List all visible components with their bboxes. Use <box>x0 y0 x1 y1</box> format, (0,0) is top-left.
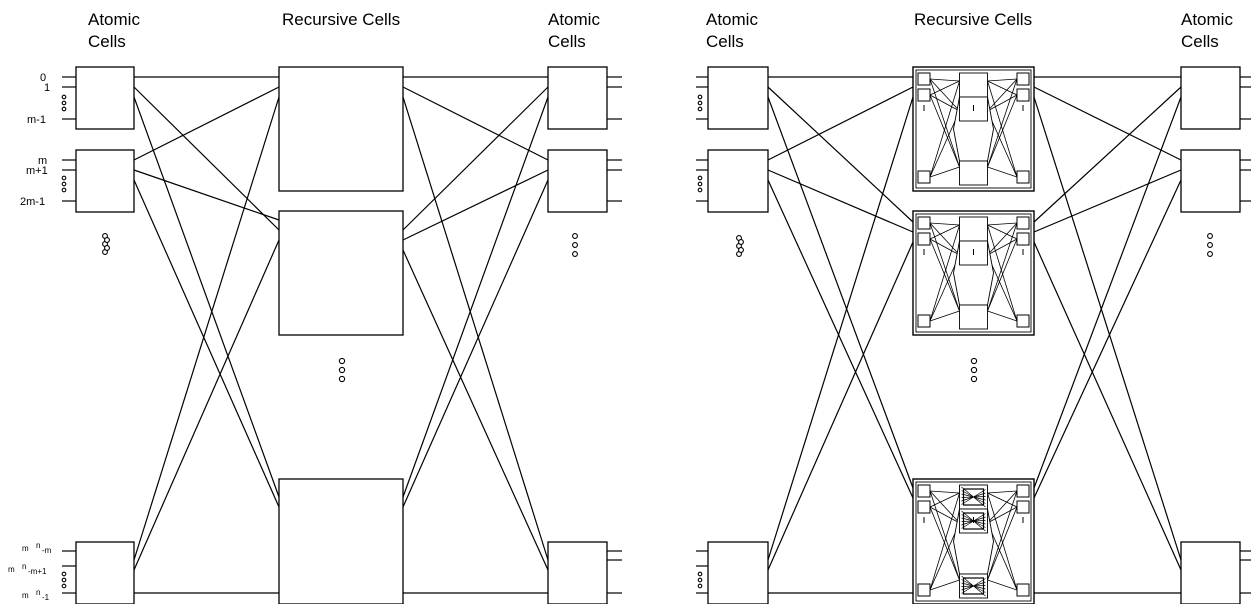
header-right-recursive: Recursive Cells <box>914 10 1032 29</box>
left-recursive-cell-last <box>278 478 404 604</box>
left-atomic-out-cell-2 <box>547 149 608 213</box>
right-port-ellipsis-1 <box>697 94 703 112</box>
left-atomic-out-cell-last <box>547 541 608 604</box>
header-right-atomic-in-line2: Cells <box>706 32 744 51</box>
header-left-recursive: Recursive Cells <box>282 10 400 29</box>
header-left-atomic-out-line2: Cells <box>548 32 586 51</box>
left-atomic-in-ellipsis <box>102 233 110 255</box>
right-atomic-out-cell-2 <box>1180 149 1241 213</box>
left-atomic-in-cell-1 <box>75 66 135 130</box>
svg-text:m: m <box>8 565 15 574</box>
right-atomic-out-ellipsis <box>1207 233 1213 257</box>
right-atomic-out-cell-last <box>1180 541 1241 604</box>
left-recursive-cell-1 <box>278 66 404 192</box>
port-label-mn-1: m n -1 <box>22 588 50 602</box>
left-port-ellipsis-2 <box>61 175 67 193</box>
header-left-atomic-in-line2: Cells <box>88 32 126 51</box>
header-right-atomic-out-line1: Atomic <box>1181 10 1233 29</box>
left-atomic-in-cell-last <box>75 541 135 604</box>
left-input-stubs <box>62 76 76 594</box>
right-recursive-cell-1-expanded <box>912 66 1035 192</box>
port-label-m: m <box>38 155 47 167</box>
right-wires <box>767 76 1182 594</box>
svg-text:n: n <box>36 541 40 550</box>
right-atomic-in-cell-1 <box>707 66 769 130</box>
svg-text:n: n <box>36 588 40 597</box>
left-output-stubs <box>607 76 622 594</box>
port-label-m-1: m-1 <box>27 114 46 126</box>
header-right-atomic-out-line2: Cells <box>1181 32 1219 51</box>
svg-text:m: m <box>22 544 29 553</box>
port-label-m+1: m+1 <box>26 165 48 177</box>
svg-text:n: n <box>22 562 26 571</box>
right-recursive-cell-2-expanded <box>912 210 1035 336</box>
right-atomic-in-cell-last <box>707 541 769 604</box>
port-label-0: 0 <box>40 72 46 84</box>
left-atomic-in-cell-2 <box>75 149 135 213</box>
right-output-stubs <box>1240 76 1251 594</box>
port-label-mn-m: m n -m <box>22 541 52 555</box>
left-port-ellipsis-3 <box>61 571 67 589</box>
svg-text:m: m <box>22 591 29 600</box>
header-right-atomic-in-line1: Atomic <box>706 10 758 29</box>
port-label-1: 1 <box>44 82 50 94</box>
svg-text:-m: -m <box>42 546 52 555</box>
right-atomic-in-ellipsis <box>736 235 744 257</box>
left-port-ellipsis-1 <box>61 94 67 112</box>
left-recursive-ellipsis <box>338 357 346 383</box>
right-atomic-out-cell-1 <box>1180 66 1241 130</box>
right-port-ellipsis-2 <box>697 175 703 193</box>
header-left-atomic-out-line1: Atomic <box>548 10 600 29</box>
left-recursive-cell-2 <box>278 210 404 336</box>
port-label-2m-1: 2m-1 <box>20 196 45 208</box>
left-wires <box>133 76 549 594</box>
right-recursive-ellipsis <box>970 357 978 383</box>
svg-text:-1: -1 <box>42 593 50 602</box>
header-left-atomic-in-line1: Atomic <box>88 10 140 29</box>
svg-text:-m+1: -m+1 <box>28 567 47 576</box>
port-label-mn-m+1: m n -m+1 <box>8 562 47 576</box>
right-atomic-in-cell-2 <box>707 149 769 213</box>
right-recursive-cell-last-expanded <box>912 478 1035 604</box>
left-atomic-out-cell-1 <box>547 66 608 130</box>
left-atomic-out-ellipsis <box>572 233 578 257</box>
right-input-stubs <box>696 76 708 594</box>
right-port-ellipsis-3 <box>697 571 703 589</box>
